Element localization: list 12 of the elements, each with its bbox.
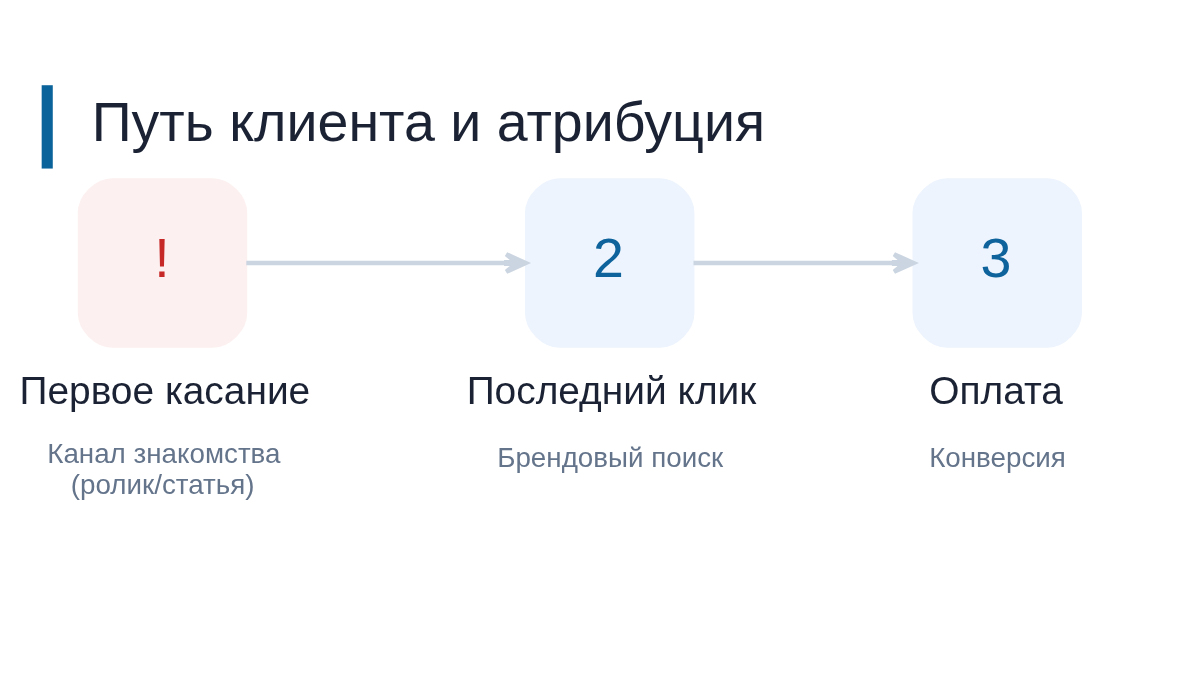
node-box: 2: [525, 177, 695, 348]
node-box: !: [77, 177, 248, 348]
diagram-title: Путь клиента и атрибуция: [91, 90, 766, 153]
node-label: Последний клик: [466, 368, 757, 412]
arrow: [246, 251, 528, 274]
node-label: Канал знакомства (ролик/статья): [47, 437, 281, 500]
node-label: Брендовый поиск: [497, 441, 724, 473]
arrow: [693, 251, 916, 274]
node-label: Конверсия: [929, 441, 1066, 473]
node-box: 3: [912, 177, 1082, 348]
node-label: Оплата: [929, 368, 1063, 412]
node-label: Первое касание: [19, 368, 311, 412]
